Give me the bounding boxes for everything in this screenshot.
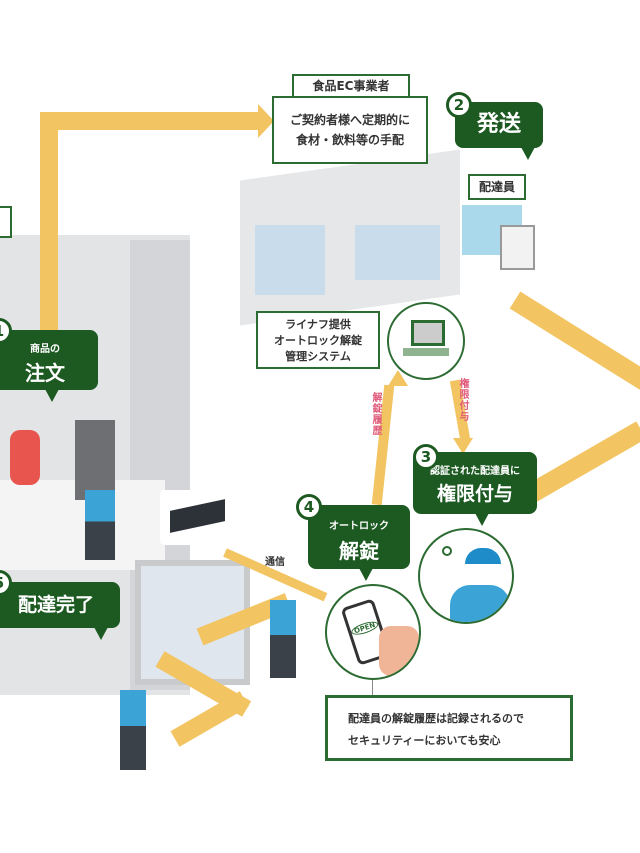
arrowhead — [453, 438, 473, 454]
courier-figure — [85, 490, 115, 560]
step3-sub: 認証された配達員に — [430, 466, 520, 477]
step1-title: 注文 — [25, 361, 65, 385]
step4-sub: オートロック — [329, 521, 389, 532]
phone-circle: OPEN — [325, 584, 421, 680]
warehouse-window — [355, 225, 440, 280]
courier-figure — [120, 690, 146, 770]
grant-label: 権限付与 — [457, 378, 468, 422]
ec-text-line2: 食材・飲料等の手配 — [295, 133, 404, 147]
step3-title: 権限付与 — [436, 483, 513, 505]
note-line1: 配達員の解錠履歴は記録されるので — [348, 712, 524, 725]
courier-icon — [465, 548, 501, 564]
system-line2: オートロック解錠 — [274, 334, 362, 347]
system-line3: 管理システム — [285, 350, 351, 363]
flow-arrow — [509, 291, 640, 394]
ec-text-line1: ご契約者様へ定期的に — [289, 113, 410, 127]
connector-line — [372, 680, 373, 696]
system-line1: ライナフ提供 — [285, 318, 351, 331]
courier-key-circle — [418, 528, 514, 624]
history-label: 解錠履歴 — [370, 392, 381, 436]
customer-figure — [10, 430, 40, 485]
step4-bubble: オートロック 解錠 — [308, 505, 410, 581]
step1-bubble: 商品の 注文 — [0, 330, 98, 402]
courier-figure — [270, 600, 296, 678]
step1-sub: 商品の — [30, 344, 60, 355]
step3-number: 3 — [413, 444, 439, 470]
room-door — [75, 420, 115, 500]
offscreen-label-box — [0, 206, 12, 238]
note-line2: セキュリティーにおいても安心 — [348, 734, 501, 747]
ec-operator-box: ご契約者様へ定期的に 食材・飲料等の手配 — [272, 96, 428, 164]
arrowhead — [388, 370, 408, 386]
step4-title: 解錠 — [339, 539, 379, 563]
security-note: 配達員の解錠履歴は記録されるので セキュリティーにおいても安心 — [325, 695, 573, 761]
step2-title: 発送 — [476, 112, 521, 137]
router-device-icon — [160, 490, 235, 545]
step5-title: 配達完了 — [17, 594, 94, 616]
flow-arrow — [40, 112, 58, 337]
truck-cab — [500, 225, 535, 270]
laptop-circle — [387, 302, 465, 380]
arrowhead — [258, 104, 274, 138]
ec-operator-label: 食品EC事業者 — [292, 74, 410, 98]
system-box: ライナフ提供 オートロック解錠 管理システム — [256, 311, 380, 369]
flow-arrow — [170, 691, 249, 747]
courier-label: 配達員 — [468, 174, 526, 200]
laptop-icon — [411, 320, 445, 346]
step4-number: 4 — [296, 494, 322, 520]
key-icon — [442, 546, 452, 556]
step5-bubble: 配達完了 — [0, 582, 120, 640]
comm-label: 通信 — [265, 557, 285, 568]
step2-number: 2 — [446, 92, 472, 118]
flow-arrow — [40, 112, 260, 130]
open-button: OPEN — [349, 619, 380, 638]
warehouse-window — [255, 225, 325, 295]
